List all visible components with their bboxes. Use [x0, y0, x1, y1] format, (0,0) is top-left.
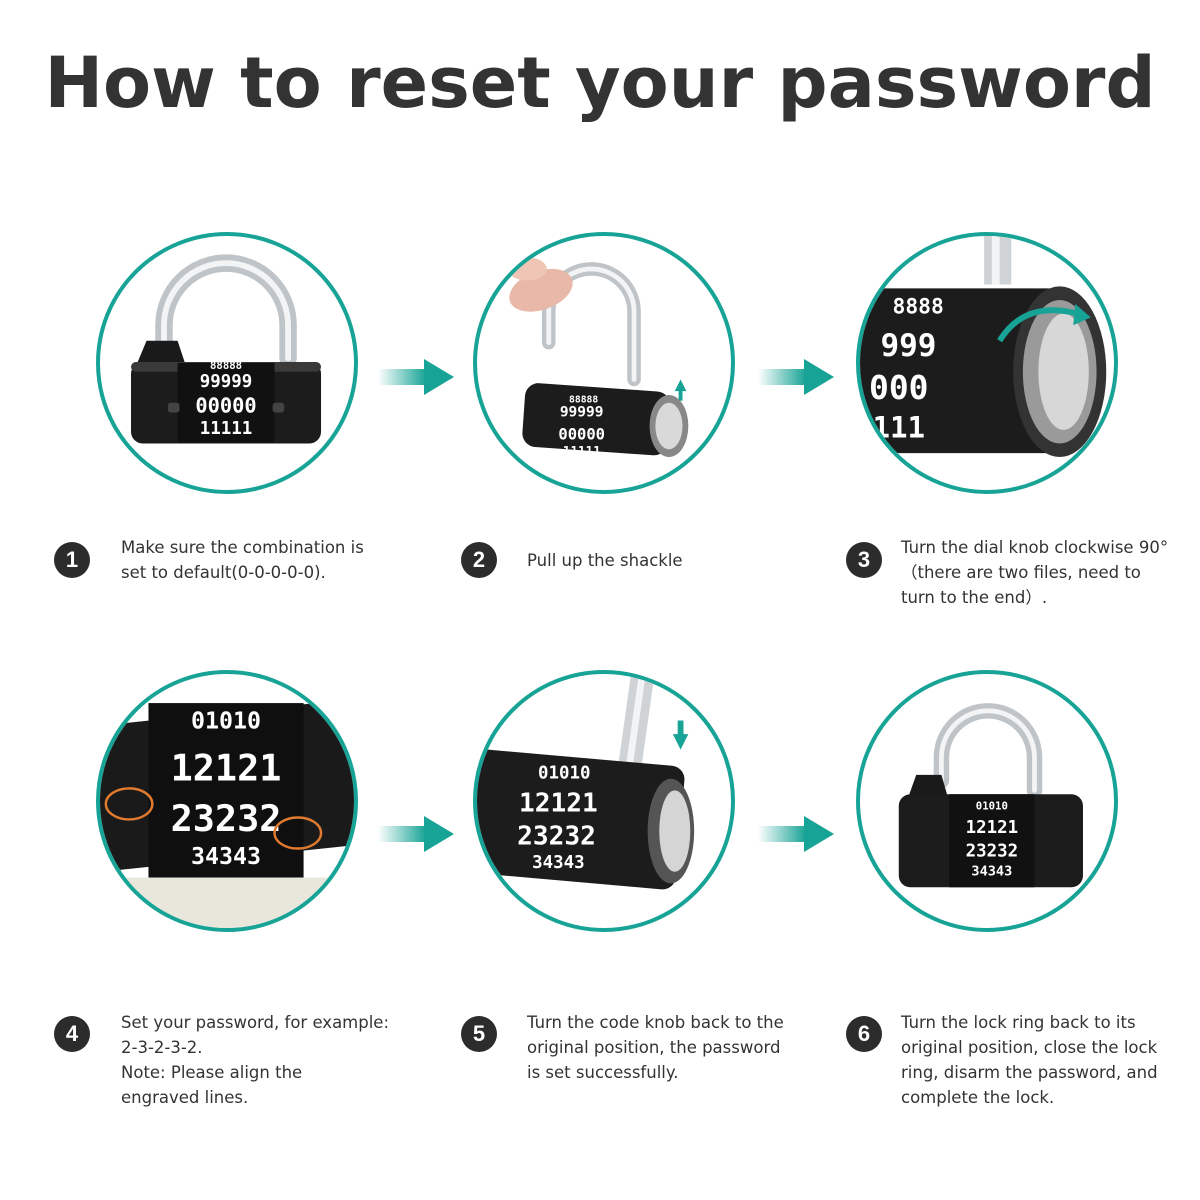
step-1-dial-row-2: 00000: [195, 393, 256, 417]
alignment-marker-icon: [273, 816, 323, 850]
step-2-line: Pull up the shackle: [527, 551, 683, 570]
step-5-line: is set successfully.: [527, 1063, 679, 1082]
step-2-dial-row-1: 99999: [560, 404, 604, 420]
step-5-instructions: Turn the code knob back to the original …: [527, 1010, 827, 1085]
step-6-dial-row-1: 12121: [966, 818, 1019, 838]
next-arrow-icon: [378, 359, 454, 395]
step-5-dial-row-2: 23232: [517, 822, 596, 852]
step-1-line: Make sure the combination is: [121, 538, 364, 557]
step-3-line: （there are two files, need to: [901, 563, 1141, 582]
step-5-dial-row-1: 12121: [519, 789, 598, 819]
step-1-dial-row-0: 88888: [210, 359, 242, 372]
padlock-open-image: 88888 99999 00000 11111: [508, 257, 689, 458]
step-4-line: 2-3-2-3-2.: [121, 1038, 203, 1057]
step-5-dial-row-0: 01010: [538, 764, 591, 784]
step-3-dial-row-2: 000: [869, 368, 929, 407]
page-title: How to reset your password: [44, 42, 1156, 124]
step-6-dial-row-3: 34343: [971, 864, 1012, 880]
step-2-dial-row-3: 11111: [563, 443, 601, 458]
step-5-number-badge: 5: [461, 1016, 497, 1052]
step-6-line: original position, close the lock: [901, 1038, 1158, 1057]
step-6-dial-row-2: 23232: [966, 841, 1019, 861]
step-4-dial-row-1: 12121: [171, 747, 282, 790]
step-2-instructions: Pull up the shackle: [527, 548, 827, 573]
step-4-instructions: Set your password, for example: 2-3-2-3-…: [121, 1010, 421, 1110]
step-6-photo: 01010 12121 23232 34343: [856, 670, 1118, 932]
step-3-line: Turn the dial knob clockwise 90°: [901, 538, 1169, 557]
step-4-photo: 01010 12121 23232 34343: [96, 670, 358, 932]
step-1-dial-row-1: 99999: [200, 372, 253, 392]
step-3-dial-row-3: 111: [873, 411, 926, 445]
alignment-marker-icon: [104, 787, 154, 821]
set-password-closeup-image: 01010 12121 23232 34343: [100, 700, 354, 928]
next-arrow-icon: [378, 816, 454, 852]
step-6-instructions: Turn the lock ring back to its original …: [901, 1010, 1200, 1110]
step-1-dial-row-3: 11111: [200, 419, 253, 439]
step-3-instructions: Turn the dial knob clockwise 90° （there …: [901, 535, 1200, 610]
step-3-dial-row-0: 8888: [893, 295, 944, 320]
step-6-line: Turn the lock ring back to its: [901, 1013, 1136, 1032]
step-1-number-badge: 1: [54, 542, 90, 578]
dial-knob-closeup-image: 8888 999 000 111: [860, 236, 1107, 458]
padlock-closed-image: 88888 99999 00000 11111: [131, 254, 322, 444]
step-4-line: engraved lines.: [121, 1088, 249, 1107]
knob-return-closeup-image: 01010 12121 23232 34343: [477, 674, 695, 890]
step-6-line: complete the lock.: [901, 1088, 1055, 1107]
step-4-line: Note: Please align the: [121, 1063, 303, 1082]
step-4-dial-row-3: 34343: [191, 843, 261, 870]
step-6-number-badge: 6: [846, 1016, 882, 1052]
step-5-dial-row-3: 34343: [532, 853, 585, 873]
next-arrow-icon: [758, 816, 834, 852]
step-4-dial-row-2: 23232: [171, 797, 282, 840]
step-1-instructions: Make sure the combination is set to defa…: [121, 535, 421, 585]
step-5-line: original position, the password: [527, 1038, 781, 1057]
step-2-photo: 88888 99999 00000 11111: [473, 232, 735, 494]
step-3-dial-row-1: 999: [880, 328, 936, 364]
step-2-dial-row-0: 88888: [569, 395, 598, 406]
step-4-dial-row-0: 01010: [191, 707, 261, 734]
step-2-dial-row-2: 00000: [558, 426, 605, 444]
step-1-line: set to default(0-0-0-0-0).: [121, 563, 326, 582]
step-1-photo: 88888 99999 00000 11111: [96, 232, 358, 494]
padlock-locked-image: 01010 12121 23232 34343: [898, 703, 1083, 888]
step-6-dial-row-0: 01010: [976, 800, 1008, 813]
next-arrow-icon: [758, 359, 834, 395]
step-3-number-badge: 3: [846, 542, 882, 578]
step-6-line: ring, disarm the password, and: [901, 1063, 1158, 1082]
step-4-number-badge: 4: [54, 1016, 90, 1052]
step-3-line: turn to the end）.: [901, 588, 1048, 607]
step-2-number-badge: 2: [461, 542, 497, 578]
step-5-line: Turn the code knob back to the: [527, 1013, 784, 1032]
step-4-line: Set your password, for example:: [121, 1013, 390, 1032]
step-3-photo: 8888 999 000 111: [856, 232, 1118, 494]
step-5-photo: 01010 12121 23232 34343: [473, 670, 735, 932]
